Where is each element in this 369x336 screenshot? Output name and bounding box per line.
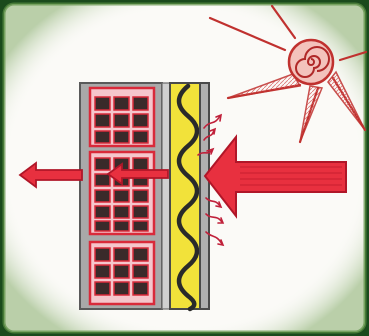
- insulation-layer: [170, 83, 200, 309]
- masonry-block: [90, 88, 154, 146]
- outer-cladding: [200, 83, 209, 309]
- masonry-block: [90, 242, 154, 304]
- masonry-wall: [80, 83, 162, 309]
